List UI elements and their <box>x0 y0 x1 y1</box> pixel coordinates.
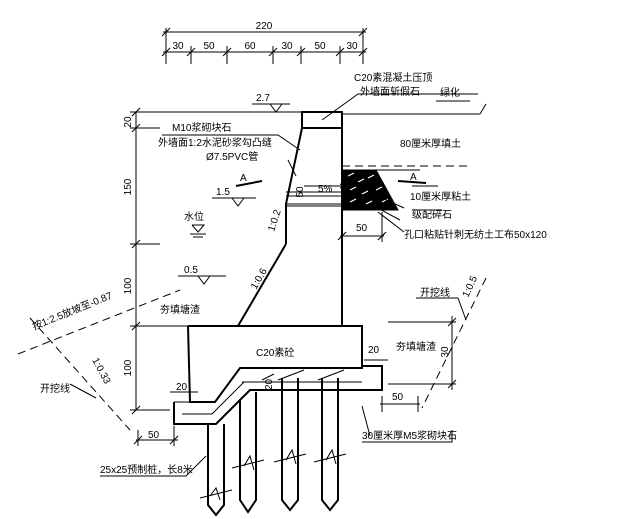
dim-left-150: 150 <box>123 178 134 195</box>
label-graded-gravel: 级配碎石 <box>412 208 452 221</box>
label-slope-033: 1:0.33 <box>89 356 112 386</box>
water-level-mark: 水位 <box>184 210 206 238</box>
label-section-a-right: A <box>410 172 417 183</box>
elevation-top-value: 2.7 <box>256 93 270 104</box>
label-excavation-right: 开挖线 <box>420 286 450 299</box>
right-dim-50-gravel <box>337 212 387 242</box>
label-batter-06: 1:0.6 <box>249 266 270 291</box>
label-slope-5: 5% <box>318 184 333 195</box>
label-dim-20-b: 20 <box>176 382 188 393</box>
label-dim-50-base-right: 50 <box>392 392 404 403</box>
label-piles: 25x25预制桩，长8米 <box>100 463 193 476</box>
dim-seg-2: 50 <box>203 41 215 52</box>
precast-piles <box>199 369 347 517</box>
label-greening: 绿化 <box>440 86 460 99</box>
section-mark-a-left <box>235 180 263 187</box>
dim-seg-3: 60 <box>244 41 256 52</box>
section-mark-a-right <box>397 180 427 184</box>
label-dim-20-a: 20 <box>368 345 380 356</box>
elevation-mid-mark: 1.5 <box>212 187 256 207</box>
water-level-label: 水位 <box>184 210 204 223</box>
label-footing: C20素砼 <box>256 346 294 359</box>
dim-total-220: 220 <box>256 21 273 32</box>
label-excavation-left: 开挖线 <box>40 382 70 395</box>
drain-pipe <box>286 183 348 205</box>
label-geotextile: 孔口粘贴针刺无纺土工布50x120 <box>404 228 547 241</box>
label-wall-line2: 外墙面1:2水泥砂浆勾凸缝 <box>158 136 272 149</box>
label-dim-30: 30 <box>440 346 451 358</box>
label-dim-50-base-left: 50 <box>148 430 160 441</box>
pile-1 <box>199 424 233 517</box>
bottom-leaders <box>100 405 453 477</box>
pile-3 <box>273 369 307 512</box>
elevation-low-mark: 0.5 <box>178 265 226 285</box>
elevation-mid-value: 1.5 <box>216 187 230 198</box>
label-batter-02: 1:0.2 <box>266 208 283 233</box>
dim-left-20: 20 <box>123 116 134 128</box>
top-dimension-chain: 220 30 50 60 30 50 30 <box>161 21 368 64</box>
label-slope-left: 按1:2.5放坡至-0.87 <box>30 289 114 333</box>
label-section-a-left: A <box>240 173 247 184</box>
base-left-dims <box>133 381 266 446</box>
leader-lines <box>162 93 478 233</box>
dim-left-100-lower: 100 <box>123 359 134 376</box>
dim-seg-5: 50 <box>314 41 326 52</box>
dim-seg-1: 30 <box>172 41 184 52</box>
pile-4 <box>313 369 347 512</box>
label-rubble-30: 30厘米厚M5浆砌块石 <box>362 429 457 442</box>
label-dim-20-c: 20 <box>264 378 275 390</box>
label-fill-80: 80厘米厚填土 <box>400 137 461 150</box>
label-cap-line1: C20素混凝土压顶 <box>354 71 432 84</box>
left-dimension-chain: 20 150 100 100 <box>123 107 302 415</box>
excavation-lines <box>17 277 487 431</box>
label-dim-50-pipe: 50 <box>295 186 306 198</box>
label-dim-50-right: 50 <box>356 223 368 234</box>
label-pvc-pipe: Ø7.5PVC管 <box>206 150 258 163</box>
label-cap-line2: 外墙面斩假石 <box>360 85 420 98</box>
pile-2 <box>231 373 275 514</box>
rubble-bedding <box>173 365 383 425</box>
label-wall-line1: M10浆砌块石 <box>172 121 231 134</box>
backfill-zone <box>341 100 487 211</box>
base-right-dims <box>364 316 457 412</box>
label-clay-10: 10厘米厚粘土 <box>410 190 471 203</box>
label-backfill-right: 夯填塘渣 <box>396 340 436 353</box>
footing <box>174 325 363 403</box>
label-backfill-left: 夯填塘渣 <box>160 303 200 316</box>
dim-left-100-upper: 100 <box>123 277 134 294</box>
dim-seg-4: 30 <box>281 41 293 52</box>
elevation-low-value: 0.5 <box>184 265 198 276</box>
elevation-top-mark: 2.7 <box>252 93 290 113</box>
dim-seg-6: 30 <box>346 41 358 52</box>
